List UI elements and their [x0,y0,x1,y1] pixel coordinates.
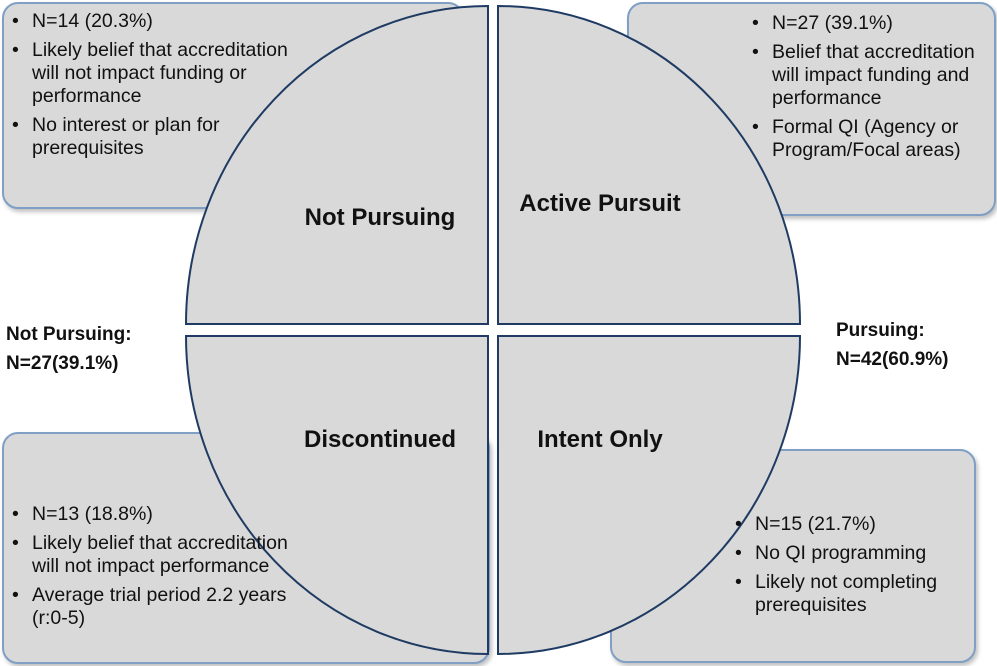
list-item: N=27 (39.1%) [750,12,980,35]
not-pursuing-summary: Not Pursuing: N=27(39.1%) [6,320,132,378]
list-item: N=13 (18.8%) [10,503,310,526]
quadrant-label-active-pursuit: Active Pursuit [519,190,681,217]
not-pursuing-details: N=14 (20.3%) Likely belief that accredit… [10,10,310,166]
summary-value: N=42(60.9%) [836,349,949,370]
quadrant-active-pursuit [497,4,802,325]
summary-value: N=27(39.1%) [6,353,119,374]
list-item: No interest or plan for prerequisites [10,114,310,160]
list-item: Likely not completing prerequisites [733,571,973,617]
summary-title: Not Pursuing: [6,324,132,345]
list-item: No QI programming [733,542,973,565]
quadrant-intent-only [497,335,802,656]
list-item: N=15 (21.7%) [733,513,973,536]
quadrant-label-discontinued: Discontinued [303,426,456,453]
quadrant-label-intent-only: Intent Only [537,426,663,453]
list-item: Belief that accreditation will impact fu… [750,41,980,110]
discontinued-details: N=13 (18.8%) Likely belief that accredit… [10,503,310,636]
list-item: Likely belief that accreditation will no… [10,39,310,108]
list-item: Likely belief that accreditation will no… [10,532,310,578]
list-item: Average trial period 2.2 years (r:0-5) [10,584,310,630]
intent-only-details: N=15 (21.7%) No QI programming Likely no… [733,513,973,623]
summary-title: Pursuing: [836,320,925,341]
list-item: N=14 (20.3%) [10,10,310,33]
list-item: Formal QI (Agency or Program/Focal areas… [750,116,980,162]
active-pursuit-details: N=27 (39.1%) Belief that accreditation w… [750,12,980,168]
quadrant-label-not-pursuing: Not Pursuing [304,204,456,231]
pursuing-summary: Pursuing: N=42(60.9%) [836,316,948,374]
